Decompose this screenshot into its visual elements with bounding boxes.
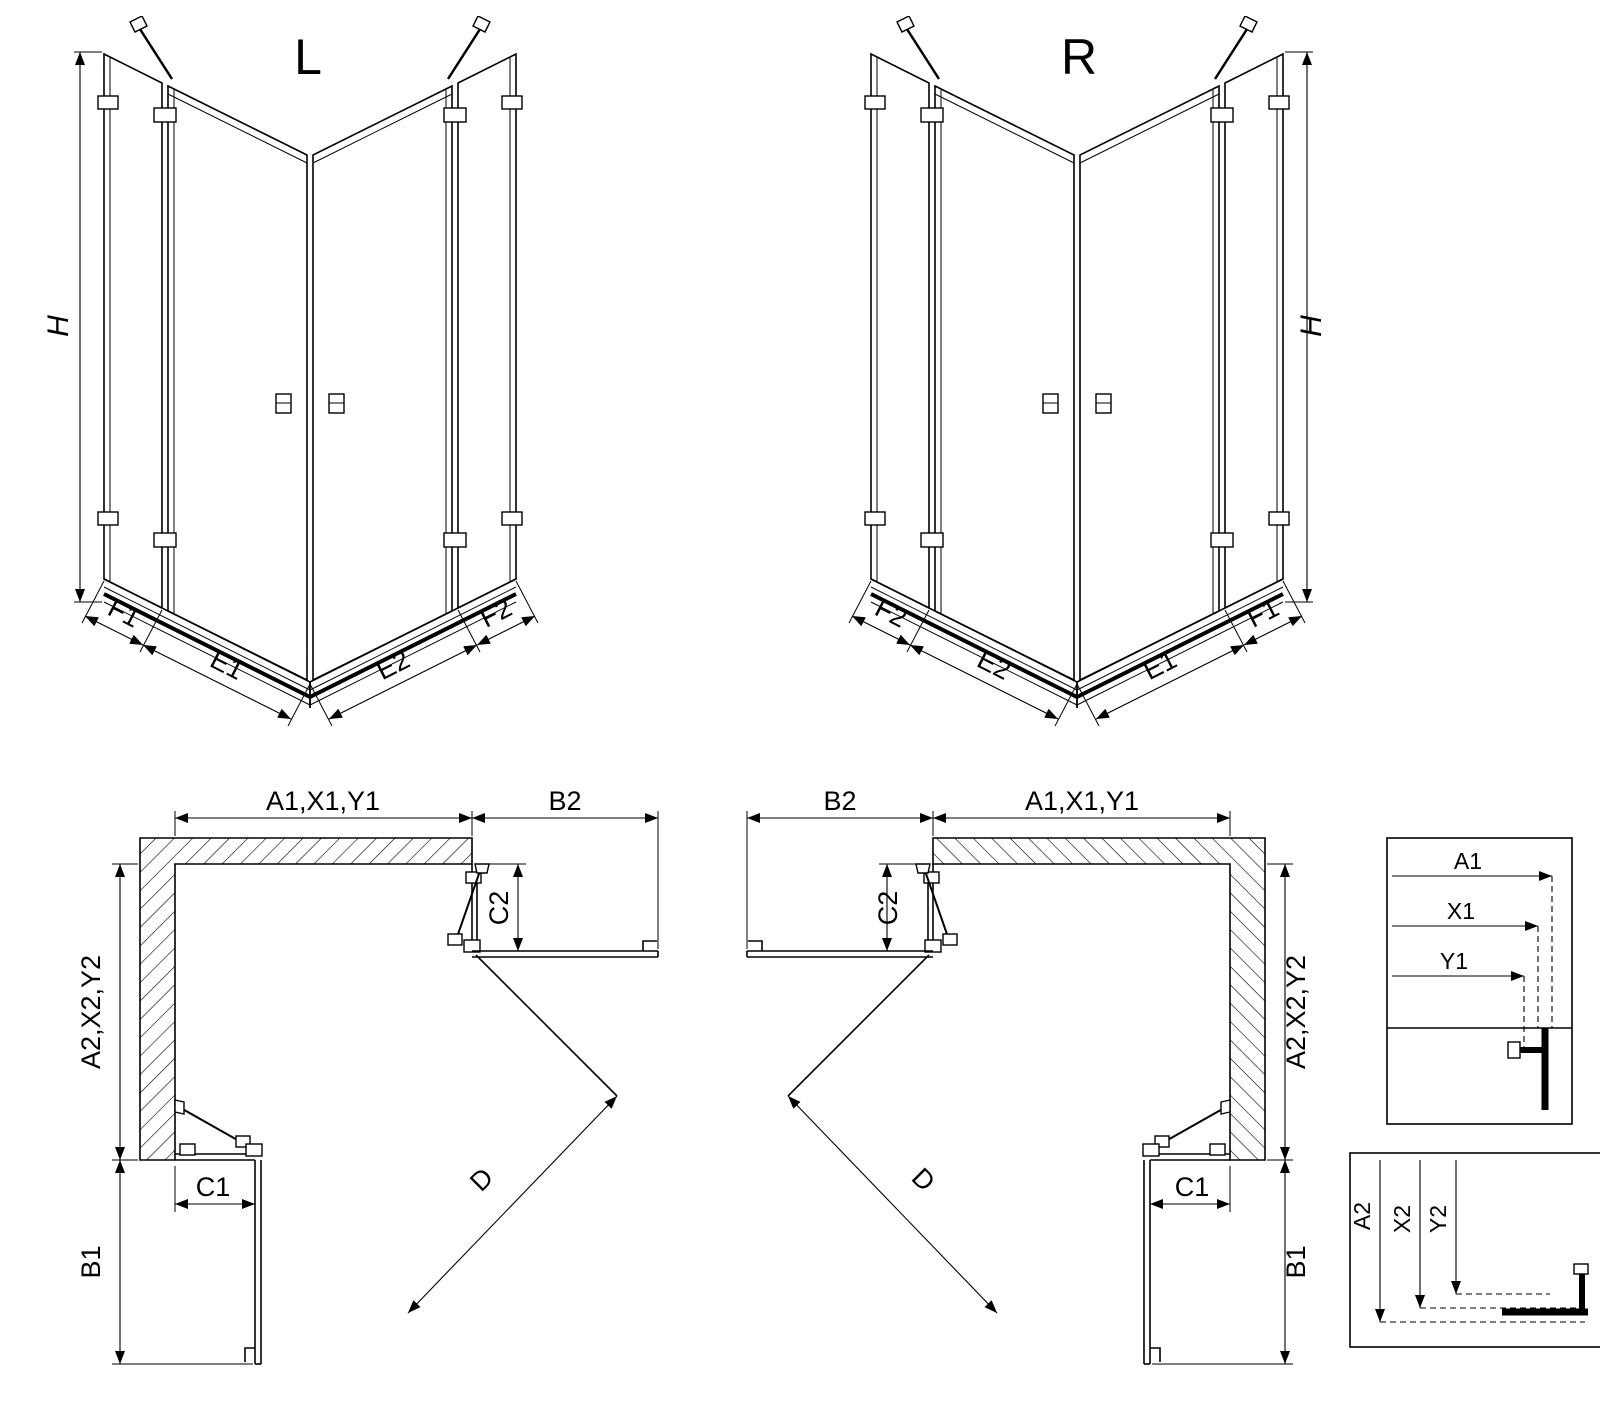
dim-label-d-plan-left: D [464,1162,499,1197]
dim-label-a2x2y2-plan-right: A2,X2,Y2 [1281,955,1311,1069]
dim-label-d-plan-right: D [906,1162,941,1197]
dim-label-a2x2y2-plan-left: A2,X2,Y2 [76,955,106,1069]
detail-label-a1: A1 [1454,848,1482,874]
dim-label-c2-plan-right: C2 [873,891,903,926]
plan-right-view: B2 A1,X1,Y1 C2 A2,X2,Y2 C1 B1 D [747,786,1311,1364]
dim-label-b1-plan-left: B1 [76,1245,106,1278]
detail-label-x2: X2 [1389,1205,1415,1233]
detail-label-a2: A2 [1349,1202,1375,1230]
plan-left-view: A1,X1,Y1 B2 C2 A2,X2,Y2 C1 B1 D [76,786,658,1364]
dim-label-b1-plan-right: B1 [1281,1245,1311,1278]
detail-width-measurement: A1 X1 Y1 [1386,837,1573,1125]
detail-label-y1: Y1 [1440,948,1468,974]
shower-enclosure-technical-drawing: L H F1 E1 E2 F2 R H F2 E2 E1 F1 A1,X1,Y1… [40,16,1600,1387]
view-label-left: L [294,29,322,85]
detail-depth-measurement: A2 X2 Y2 [1349,1152,1600,1348]
enclosure-3d-right-view: R H F2 E2 E1 F1 [849,16,1328,726]
enclosure-3d-left-view: L H F1 E1 E2 F2 [42,16,538,726]
dim-label-b2-plan-left: B2 [548,786,581,816]
dim-label-c2-plan-left: C2 [484,891,514,926]
drawing-svg: L H F1 E1 E2 F2 R H F2 E2 E1 F1 A1,X1,Y1… [42,16,1600,1387]
detail-label-y2: Y2 [1425,1205,1451,1233]
view-label-right: R [1061,29,1097,85]
dim-label-height-left: H [42,315,75,337]
dim-label-c1-plan-left: C1 [196,1172,231,1202]
dim-label-b2-plan-right: B2 [823,786,856,816]
dim-label-c1-plan-right: C1 [1175,1172,1210,1202]
dim-label-height-right: H [1295,315,1328,337]
detail-label-x1: X1 [1447,898,1475,924]
dim-label-a1x1y1-plan-left: A1,X1,Y1 [266,786,380,816]
dim-label-a1x1y1-plan-right: A1,X1,Y1 [1025,786,1139,816]
